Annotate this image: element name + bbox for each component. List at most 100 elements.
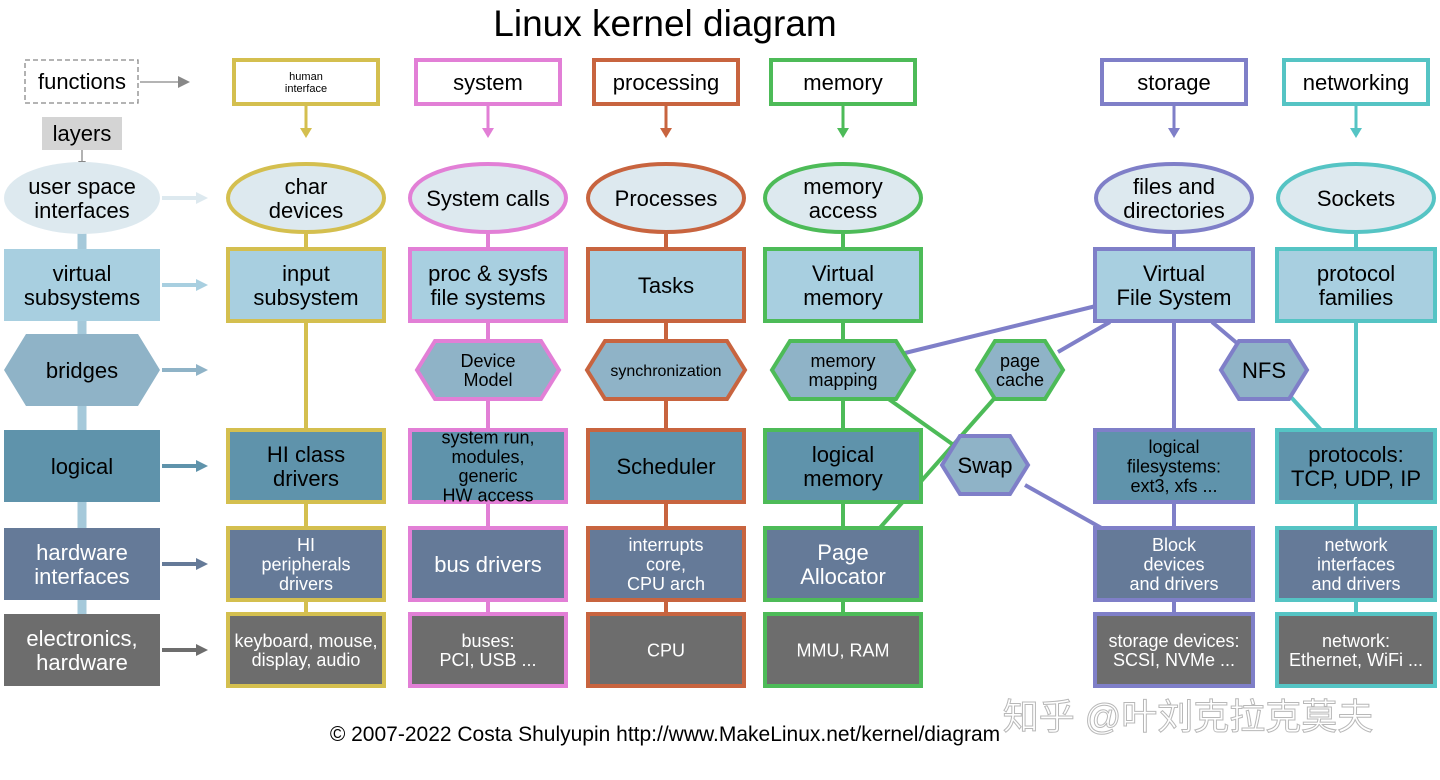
link-vfs-to-nfs xyxy=(1210,320,1240,346)
cell-sto-user-shape xyxy=(1094,162,1254,234)
cell-sys-elec-shape xyxy=(408,612,568,688)
cell-sys-bridges-shape xyxy=(414,339,562,401)
cell-sys-user-shape xyxy=(408,162,568,234)
function-sto-label: storage xyxy=(1137,70,1210,95)
layer-user-shape xyxy=(4,162,160,234)
link-mem-mapping-to-swap xyxy=(878,391,957,448)
layer-virtual-shape xyxy=(4,249,160,321)
link-mem-mapping-to-vfs xyxy=(904,304,1097,355)
function-proc-label: processing xyxy=(613,70,719,95)
cell-net-logical-shape xyxy=(1275,428,1437,504)
layer-elec-label: electronics,hardware xyxy=(26,626,137,675)
layer-bridges-label: bridges xyxy=(46,358,118,383)
cell-net-virtual-shape xyxy=(1275,247,1437,323)
cell-sto-logical-shape xyxy=(1093,428,1255,504)
cell-proc-user-label: Processes xyxy=(615,186,718,211)
cell-hi-virtual-shape xyxy=(226,247,386,323)
layer-logical-label: logical xyxy=(51,454,113,479)
cell-sys-hw-label: bus drivers xyxy=(434,552,542,577)
extra-swap-label: Swap xyxy=(957,453,1012,478)
extra-page-cache-shape xyxy=(974,339,1066,401)
layer-bridges-shape xyxy=(4,334,160,406)
layers-legend-label: layers xyxy=(53,121,112,146)
function-proc-box xyxy=(592,58,740,106)
function-net-label: networking xyxy=(1303,70,1409,95)
layer-logical-shape xyxy=(4,430,160,502)
cell-mem-user-shape xyxy=(763,162,923,234)
link-swap-to-block xyxy=(1024,483,1106,532)
cell-proc-hw-shape xyxy=(586,526,746,602)
layer-bridges-arrow-head xyxy=(196,364,208,376)
cell-hi-elec-label: keyboard, mouse,display, audio xyxy=(234,631,377,670)
diagram-title: Linux kernel diagram xyxy=(493,3,836,44)
functions-legend-box xyxy=(24,59,139,104)
function-mem-arrow-head xyxy=(837,128,849,138)
link-page-cache-to-allocator xyxy=(876,390,1002,532)
extra-nfs-shape xyxy=(1218,339,1310,401)
cell-sto-virtual-shape xyxy=(1093,247,1255,323)
cell-net-elec-shape xyxy=(1275,612,1437,688)
layer-elec-shape xyxy=(4,614,160,686)
cell-proc-elec-label: CPU xyxy=(647,640,685,660)
cell-sys-elec-label: buses:PCI, USB ... xyxy=(439,631,536,670)
function-hi-arrow-head xyxy=(300,128,312,138)
cell-proc-bridges-shape xyxy=(584,339,748,401)
cell-mem-logical-shape xyxy=(763,428,923,504)
link-page-cache-to-vfs xyxy=(1057,320,1111,354)
function-mem-box xyxy=(769,58,917,106)
layers-legend-box xyxy=(42,117,122,150)
cell-sys-user-label: System calls xyxy=(426,186,549,211)
cell-net-hw-shape xyxy=(1275,526,1437,602)
function-proc-arrow-head xyxy=(660,128,672,138)
function-hi-box xyxy=(232,58,380,106)
layer-virtual-arrow-head xyxy=(196,279,208,291)
cell-sys-hw-shape xyxy=(408,526,568,602)
function-net-arrow-head xyxy=(1350,128,1362,138)
function-sys-label: system xyxy=(453,70,523,95)
function-sys-box xyxy=(414,58,562,106)
cell-net-logical-label: protocols:TCP, UDP, IP xyxy=(1291,442,1421,491)
cell-sto-hw-shape xyxy=(1093,526,1255,602)
cell-proc-logical-shape xyxy=(586,428,746,504)
cell-proc-bridges-label: synchronization xyxy=(610,363,721,380)
cell-mem-elec-label: MMU, RAM xyxy=(797,640,890,660)
extra-nfs-label: NFS xyxy=(1242,358,1286,383)
layer-hw-shape xyxy=(4,528,160,600)
cell-proc-logical-label: Scheduler xyxy=(616,454,715,479)
function-mem-label: memory xyxy=(803,70,882,95)
cell-sys-logical-shape xyxy=(408,428,568,504)
cell-sto-elec-label: storage devices:SCSI, NVMe ... xyxy=(1108,631,1239,670)
layer-logical-arrow-head xyxy=(196,460,208,472)
cell-mem-elec-shape xyxy=(763,612,923,688)
cell-proc-elec-shape xyxy=(586,612,746,688)
cell-proc-user-shape xyxy=(586,162,746,234)
cell-sys-virtual-shape xyxy=(408,247,568,323)
cell-mem-virtual-shape xyxy=(763,247,923,323)
extra-swap-shape xyxy=(939,434,1031,496)
layer-elec-arrow-head xyxy=(196,644,208,656)
layer-user-arrow-head xyxy=(196,192,208,204)
layer-hw-arrow-head xyxy=(196,558,208,570)
